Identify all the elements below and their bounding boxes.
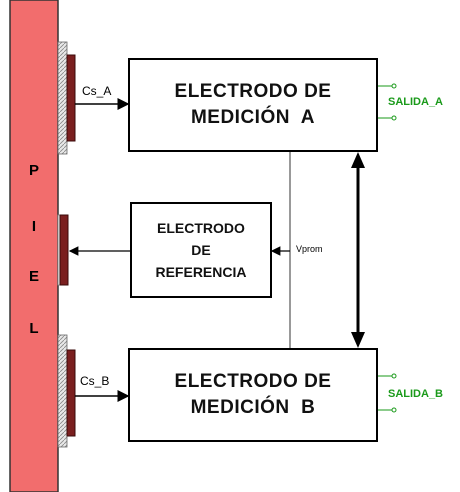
cs-a-label: Cs_A [82,84,112,98]
skin-letter-e: E [28,268,39,285]
reference-line2: DE [191,242,211,258]
ab-link-arrow-top [351,152,365,168]
pad-b-hatch [57,334,68,448]
electrode-b-box: ELECTRODO DE MEDICIÓN B [128,348,378,442]
reference-line3: REFERENCIA [155,264,247,280]
electrode-a-line1: ELECTRODO DE [174,81,332,102]
skin-strip [9,0,59,492]
vprom-label: Vprom [296,244,323,254]
pad-a-electrode [66,54,76,142]
skin-letter-p: P [28,162,39,179]
electrode-a-line2: MEDICIÓN A [190,107,316,128]
pad-ref-electrode [59,214,69,286]
electrode-b-line2: MEDICIÓN B [190,397,316,418]
reference-electrode-box: ELECTRODO DE REFERENCIA [130,202,272,298]
skin-letter-i: I [31,218,37,235]
salida-b-label: SALIDA_B [388,388,444,400]
reference-line1: ELECTRODO [157,220,245,236]
pad-a-hatch [57,41,68,155]
electrode-a-box: ELECTRODO DE MEDICIÓN A [128,58,378,152]
salida-a-label: SALIDA_A [388,96,444,108]
electrode-b-line1: ELECTRODO DE [174,371,332,392]
pad-b-electrode [66,349,76,437]
skin-letter-l: L [29,320,39,337]
cs-b-label: Cs_B [80,374,110,388]
ab-link-arrow-bottom [351,332,365,348]
